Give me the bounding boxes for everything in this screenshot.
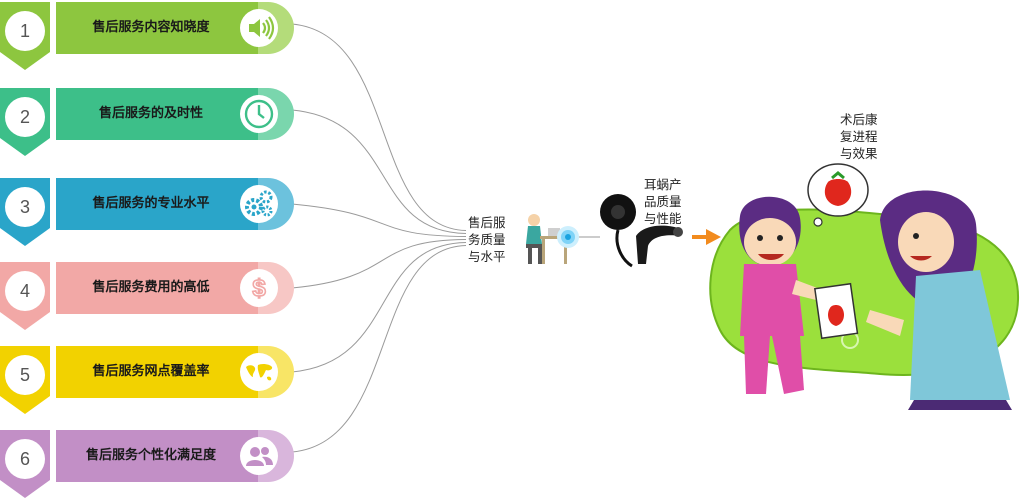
- factor-label: 售后服务网点覆盖率: [92, 364, 210, 379]
- factor-bar: 售后服务的及时性: [56, 88, 258, 140]
- product-quality-label: 耳蜗产 品质量 与性能: [644, 177, 682, 226]
- service-quality-label: 售后服 务质量 与水平: [468, 215, 506, 264]
- number-tab: 4: [0, 262, 52, 330]
- factor-number: 5: [5, 355, 45, 395]
- factor-row-timeliness: 2 售后服务的及时性: [0, 88, 300, 156]
- factor-row-personalization: 6 售后服务个性化满足度: [0, 430, 300, 498]
- technician-at-desk-icon: [526, 214, 568, 264]
- dollar-icon: $: [240, 269, 278, 307]
- factor-bar: 售后服务费用的高低: [56, 262, 258, 314]
- users-icon: [240, 437, 278, 475]
- factor-bar: 售后服务的专业水平: [56, 178, 258, 230]
- factor-number: 2: [5, 97, 45, 137]
- child-and-mother-illustration: [709, 163, 1020, 410]
- connector-line: [291, 239, 467, 289]
- factor-row-coverage: 5 售后服务网点覆盖率: [0, 346, 300, 414]
- factor-number: 3: [5, 187, 45, 227]
- factor-bar: 售后服务网点覆盖率: [56, 346, 258, 398]
- clock-icon: [240, 95, 278, 133]
- arrow-icon: [692, 229, 721, 245]
- connector-line: [291, 109, 467, 234]
- factor-label: 售后服务个性化满足度: [85, 448, 216, 463]
- connector-line: [291, 245, 467, 453]
- factor-label: 售后服务的及时性: [98, 106, 203, 121]
- factor-row-cost: 4 售后服务费用的高低 $: [0, 262, 300, 330]
- factor-bar: 售后服务内容知晓度: [56, 2, 258, 54]
- factor-label: 售后服务内容知晓度: [92, 20, 210, 35]
- factor-number: 6: [5, 439, 45, 479]
- gears-icon: [240, 185, 278, 223]
- factor-bar: 售后服务个性化满足度: [56, 430, 258, 482]
- number-tab: 2: [0, 88, 52, 156]
- speaker-icon: [240, 9, 278, 47]
- number-tab: 6: [0, 430, 52, 498]
- connector-line: [291, 242, 467, 373]
- factor-label: 售后服务费用的高低: [92, 280, 210, 295]
- number-tab: 1: [0, 2, 52, 70]
- cochlear-implant-icon: [600, 194, 683, 268]
- rehab-effect-label: 术后康 复进程 与效果: [840, 112, 878, 161]
- signal-icon: [557, 226, 579, 248]
- connector-line: [291, 203, 467, 237]
- factor-label: 售后服务的专业水平: [92, 196, 210, 211]
- world-map-icon: [240, 353, 278, 391]
- factor-row-expertise: 3 售后服务的专业水平: [0, 178, 300, 246]
- svg-text:$: $: [252, 275, 266, 302]
- factor-row-awareness: 1 售后服务内容知晓度: [0, 2, 300, 70]
- number-tab: 5: [0, 346, 52, 414]
- factor-number: 1: [5, 11, 45, 51]
- factor-number: 4: [5, 271, 45, 311]
- connector-line: [291, 23, 467, 231]
- number-tab: 3: [0, 178, 52, 246]
